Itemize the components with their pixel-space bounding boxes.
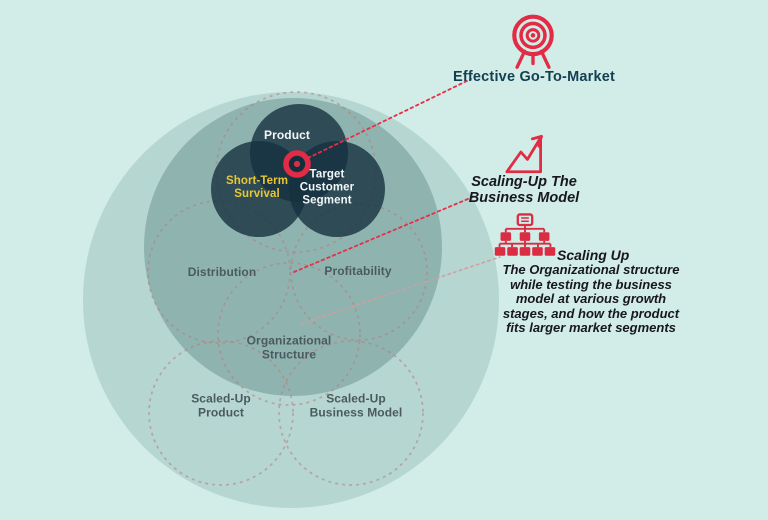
scaled-business-model-label: Scaled-Up Business Model [309, 391, 403, 419]
org-chart-icon [494, 213, 556, 256]
connector-org-structure [299, 256, 501, 325]
scaling-org-body: The Organizational structure while testi… [502, 262, 680, 335]
target-segment-circle [289, 141, 385, 237]
org-structure-label: Organizational Structure [246, 333, 332, 361]
scaling-business-model-label: Scaling-Up The Business Model [468, 174, 580, 206]
target-icon [512, 14, 554, 69]
go-to-market-label: Effective Go-To-Market [452, 69, 616, 85]
connector-business-model [293, 195, 476, 273]
product-label: Product [263, 128, 311, 143]
connector-go-to-market [307, 78, 472, 159]
core-venn [211, 104, 385, 237]
distribution-ring [147, 200, 291, 344]
distribution-label: Distribution [187, 265, 257, 280]
bullseye-marker-icon [283, 150, 311, 178]
connector-lines [293, 78, 501, 325]
scaling-org-heading: Scaling Up [557, 247, 630, 263]
scaled-business-model-ring [278, 340, 424, 486]
short-term-survival-label: Short-Term Survival [225, 174, 289, 200]
profitability-label: Profitability [324, 264, 392, 279]
scaled-product-ring [148, 340, 294, 486]
scaled-product-label: Scaled-Up Product [191, 391, 251, 419]
growth-chart-icon [505, 134, 543, 174]
target-segment-label: Target Customer Segment [299, 168, 355, 207]
org-structure-ring [217, 262, 361, 406]
short-term-survival-circle [211, 141, 307, 237]
profitability-ring [290, 203, 428, 341]
